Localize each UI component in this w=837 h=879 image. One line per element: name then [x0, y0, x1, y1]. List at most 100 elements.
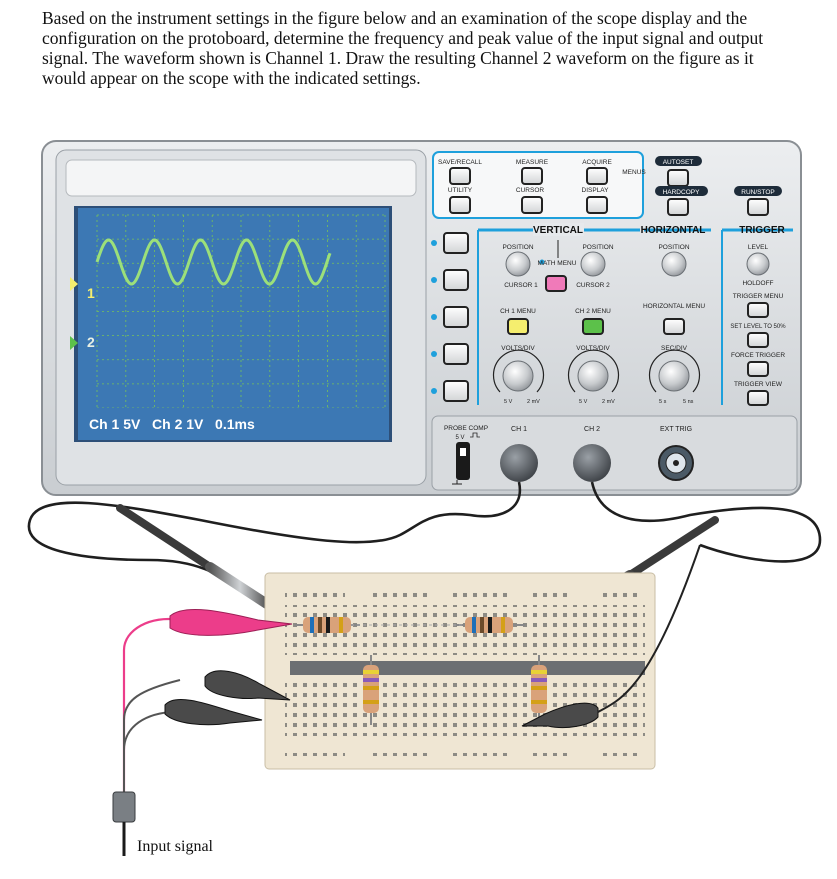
input-signal-label: Input signal — [137, 838, 214, 855]
math-menu-button[interactable] — [545, 275, 567, 292]
cursor1-label: CURSOR 1 — [504, 282, 538, 289]
utility-label: UTILITY — [448, 187, 473, 194]
ch2-probe-cable — [590, 481, 822, 563]
save-recall-button[interactable] — [449, 167, 471, 185]
side-button-1[interactable] — [443, 232, 469, 254]
menus-label: MENUS — [622, 169, 646, 176]
ext-trig-label: EXT TRIG — [660, 426, 692, 433]
ch2-input-label: CH 2 — [584, 426, 600, 433]
ch2-volts-div-knob[interactable] — [577, 360, 609, 392]
autoset-label: AUTOSET — [663, 159, 694, 166]
horizontal-menu-button[interactable] — [663, 318, 685, 335]
measure-label: MEASURE — [516, 159, 549, 166]
sec-div-scale-max: 5 ns — [683, 399, 694, 405]
ch2-position-knob[interactable] — [580, 251, 606, 277]
trigger-view-button[interactable] — [747, 390, 769, 406]
cursor-button[interactable] — [521, 196, 543, 214]
ch1-probe-cable — [27, 481, 522, 602]
set-level-button[interactable] — [747, 332, 769, 348]
vertical-title: VERTICAL — [533, 225, 583, 236]
scope-screen — [78, 208, 389, 440]
question-line: signal. The waveform shown is Channel 1.… — [42, 48, 754, 68]
ch1-menu-label: CH 1 MENU — [500, 308, 536, 315]
question-text: Based on the instrument settings in the … — [42, 8, 802, 88]
resistor-r3 — [363, 655, 379, 725]
side-button-5[interactable] — [443, 380, 469, 402]
ch2-menu-label: CH 2 MENU — [575, 308, 611, 315]
display-button[interactable] — [586, 196, 608, 214]
horizontal-menu-label: HORIZONTAL MENU — [643, 303, 705, 310]
acquire-label: ACQUIRE — [582, 159, 612, 166]
ch2-ground-clip — [521, 702, 599, 729]
protoboard-center-channel — [290, 661, 645, 675]
trigger-menu-button[interactable] — [747, 302, 769, 318]
ch2-scale-max: 2 mV — [602, 399, 615, 405]
sec-div-scale-min: 5 s — [659, 399, 667, 405]
black-alligator-clip-1 — [204, 670, 291, 701]
ch1-volts-div-knob[interactable] — [502, 360, 534, 392]
side-button-3[interactable] — [443, 306, 469, 328]
horizontal-title: HORIZONTAL — [641, 225, 706, 236]
sec-div-label: SEC/DIV — [661, 345, 688, 352]
sec-div-knob[interactable] — [658, 360, 690, 392]
ch1-waveform — [95, 238, 332, 286]
run-stop-label: RUN/STOP — [741, 189, 774, 196]
display-label: DISPLAY — [582, 187, 610, 194]
side-button-2[interactable] — [443, 269, 469, 291]
ch2-position-label: POSITION — [582, 244, 613, 251]
acquire-button[interactable] — [586, 167, 608, 185]
trigger-level-knob[interactable] — [746, 252, 770, 276]
math-menu-label: MATH MENU — [538, 260, 577, 267]
probe-comp-value: 5 V — [455, 435, 464, 441]
ch1-menu-button[interactable] — [507, 318, 529, 335]
ch1-position-label: POSITION — [502, 244, 533, 251]
probe-comp-terminal[interactable] — [456, 442, 470, 480]
force-trigger-label: FORCE TRIGGER — [731, 352, 785, 359]
ch2-bnc-connector[interactable] — [573, 444, 611, 482]
ch2-marker-label: 2 — [87, 334, 95, 350]
ch1-bnc-connector[interactable] — [500, 444, 538, 482]
screen-graticule — [96, 214, 386, 409]
screen-top-panel — [65, 159, 417, 197]
red-alligator-clip — [169, 608, 293, 636]
resistor-r2 — [455, 617, 525, 633]
cursor-label: CURSOR — [516, 187, 544, 194]
set-level-label: SET LEVEL TO 50% — [730, 324, 786, 330]
autoset-button[interactable] — [667, 169, 689, 187]
utility-button[interactable] — [449, 196, 471, 214]
holdoff-label: HOLDOFF — [742, 280, 773, 287]
black-alligator-clip-2 — [164, 698, 263, 726]
screen-side-buttons — [431, 232, 469, 402]
question-line: would appear on the scope with the indic… — [42, 68, 421, 88]
question-line: Based on the instrument settings in the … — [42, 8, 748, 28]
trigger-view-label: TRIGGER VIEW — [734, 381, 783, 388]
ch1-probe-body — [116, 504, 214, 571]
probe-comp-label: PROBE COMP — [444, 425, 488, 432]
question-line: configuration on the protoboard, determi… — [42, 28, 764, 48]
ch1-position-knob[interactable] — [505, 251, 531, 277]
cursor2-label: CURSOR 2 — [576, 282, 610, 289]
ch1-input-label: CH 1 — [511, 426, 527, 433]
ch1-scale-min: 5 V — [504, 399, 513, 405]
resistor-r1 — [295, 617, 360, 633]
input-signal-connector — [112, 791, 136, 823]
resistor-r4 — [531, 655, 547, 725]
hardcopy-button[interactable] — [667, 198, 689, 216]
trigger-level-label: LEVEL — [748, 244, 769, 251]
trigger-title: TRIGGER — [739, 225, 785, 236]
ch2-volts-div-label: VOLTS/DIV — [576, 345, 610, 352]
measure-button[interactable] — [521, 167, 543, 185]
ch2-scale-min: 5 V — [579, 399, 588, 405]
horizontal-position-knob[interactable] — [661, 251, 687, 277]
hardcopy-label: HARDCOPY — [663, 189, 701, 196]
force-trigger-button[interactable] — [747, 361, 769, 377]
screen-readout: Ch 1 5V Ch 2 1V 0.1ms — [89, 416, 255, 432]
ch2-marker: 2 — [70, 334, 95, 350]
trigger-menu-label: TRIGGER MENU — [733, 293, 784, 300]
ch2-menu-button[interactable] — [582, 318, 604, 335]
save-recall-label: SAVE/RECALL — [438, 159, 482, 166]
run-stop-button[interactable] — [747, 198, 769, 216]
horizontal-position-label: POSITION — [658, 244, 689, 251]
side-button-4[interactable] — [443, 343, 469, 365]
